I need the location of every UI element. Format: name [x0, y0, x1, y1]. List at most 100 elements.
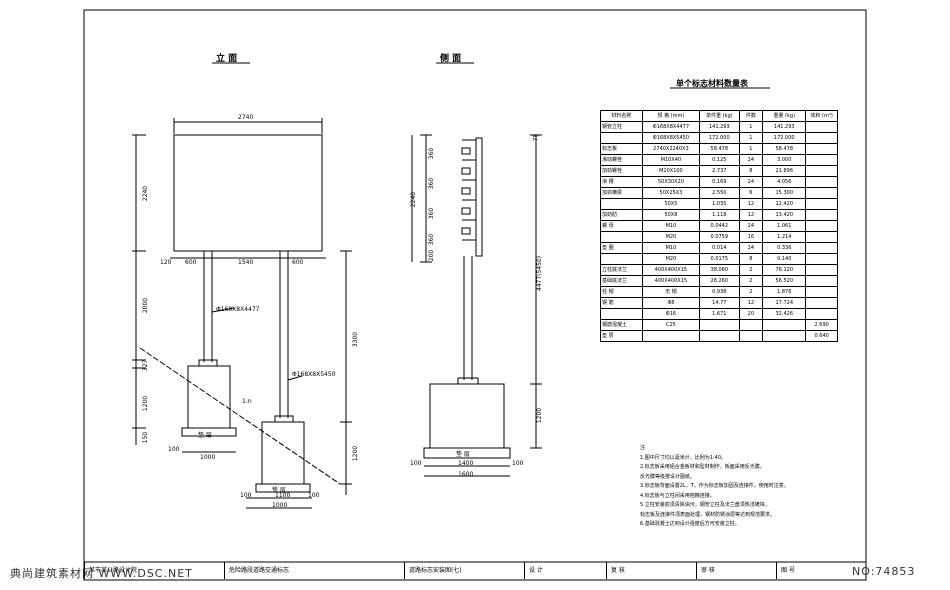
- table-cell: 4.056: [762, 176, 807, 188]
- table-cell: Φ168X8X5450: [641, 132, 701, 144]
- dim-foot-right-a: 100: [240, 492, 252, 499]
- table-cell: 6: [738, 187, 764, 199]
- note-line: 标志板及连接件须表面处理，钢材防锈涂层等达到规范要求。: [640, 511, 776, 518]
- table-cell: 1: [738, 143, 764, 155]
- side-dim-200: 200: [428, 249, 436, 262]
- watermark-right: NO:74853: [852, 565, 916, 578]
- front-left-base-label: 垫 层: [198, 432, 212, 439]
- table-cell: M10: [641, 242, 701, 254]
- table-cell: [600, 132, 643, 144]
- table-cell: 24: [738, 242, 764, 254]
- table-cell: Φ168X8X4477: [641, 121, 701, 133]
- table-cell: 28.260: [699, 275, 740, 287]
- table-cell: [805, 132, 838, 144]
- title-block-institute: 某市某公路设计院: [84, 562, 225, 579]
- table-cell: 2.690: [805, 319, 838, 331]
- side-foot-c: 100: [512, 460, 524, 467]
- table-cell: 柱 帽: [600, 286, 643, 298]
- table-cell: 12.420: [762, 198, 807, 210]
- table-cell: [738, 330, 764, 342]
- table-cell: 垫 圈: [600, 242, 643, 254]
- table-cell: M10X40: [641, 154, 701, 166]
- pipe-label-right: Φ168X8X5450: [292, 371, 336, 378]
- dim-150: 150: [142, 431, 150, 444]
- table-cell: [762, 330, 807, 342]
- table-cell: 172.000: [762, 132, 807, 144]
- table-cell: [600, 308, 643, 320]
- table-cell: 20: [738, 308, 764, 320]
- table-cell: 0.140: [762, 253, 807, 265]
- table-cell: [805, 143, 838, 155]
- table-cell: [805, 187, 838, 199]
- table-cell: 12: [738, 297, 764, 309]
- dim-seg-left: 600: [185, 259, 197, 266]
- dim-327: 327: [142, 359, 150, 372]
- dim-col-height: 2000: [142, 297, 150, 314]
- table-cell: 钢管立柱: [600, 121, 643, 133]
- table-cell: [805, 297, 838, 309]
- table-cell: 0.938: [699, 286, 740, 298]
- table-cell: 50X30X20: [641, 176, 701, 188]
- table-cell: 无 帽: [641, 286, 701, 298]
- table-cell: [805, 275, 838, 287]
- table-cell: 0.125: [699, 154, 740, 166]
- dim-3300: 3300: [352, 331, 360, 348]
- table-cell: [805, 286, 838, 298]
- front-sign-panel: [173, 134, 323, 252]
- side-dim-360b: 360: [428, 177, 436, 190]
- table-cell: 滑动螺栓: [600, 154, 643, 166]
- side-dim-360a: 360: [428, 147, 436, 160]
- dim-panel-height: 2240: [142, 185, 150, 202]
- table-cell: 螺 母: [600, 220, 643, 232]
- table-cell: 1.671: [699, 308, 740, 320]
- dim-foot-right-c: 100: [308, 492, 320, 499]
- dim-1200: 1200: [142, 395, 150, 412]
- dim-top-width: 2740: [238, 114, 254, 121]
- pipe-label-left: Φ168X8X4477: [216, 306, 260, 313]
- table-cell: 50X5: [641, 198, 701, 210]
- table-header-cell: 单件重 (kg): [699, 110, 740, 122]
- table-cell: M20: [641, 231, 701, 243]
- note-line: 6.基础混凝土达到设计强度后方可安装立柱。: [640, 521, 740, 527]
- table-cell: 2: [738, 264, 764, 276]
- table-cell: 钢 筋: [600, 297, 643, 309]
- table-cell: 0.0759: [699, 231, 740, 243]
- table-cell: M20: [641, 253, 701, 265]
- side-base-label: 垫 层: [456, 451, 470, 458]
- table-cell: [805, 176, 838, 188]
- table-cell: 垫 层: [600, 330, 643, 342]
- dim-seg-mid: 1540: [238, 259, 254, 266]
- side-view-title: 侧 面: [440, 54, 462, 64]
- dim-foot-right-total: 1000: [272, 502, 288, 509]
- dim-small-left: 120: [160, 259, 172, 266]
- table-cell: 0.640: [805, 330, 838, 342]
- table-cell: 50X8: [641, 209, 701, 221]
- title-block-review: 审 核: [696, 562, 777, 579]
- table-header-cell: 材料名称: [600, 110, 643, 122]
- table-cell: 1.118: [699, 209, 740, 221]
- front-view-title: 立 面: [216, 54, 238, 64]
- side-dim-1200: 1200: [536, 407, 544, 424]
- table-header-cell: 体积 (m³): [805, 110, 838, 122]
- title-block-drawing: 道路标志安装图(七): [404, 562, 525, 579]
- table-cell: 加劲横梁: [600, 187, 643, 199]
- table-cell: 滑 槽: [600, 176, 643, 188]
- table-cell: 400X400X15: [641, 264, 701, 276]
- table-cell: 24: [738, 154, 764, 166]
- side-dim-360d: 360: [428, 233, 436, 246]
- table-cell: [699, 319, 740, 331]
- side-dim-360c: 360: [428, 207, 436, 220]
- dim-1200b: 1200: [352, 445, 360, 462]
